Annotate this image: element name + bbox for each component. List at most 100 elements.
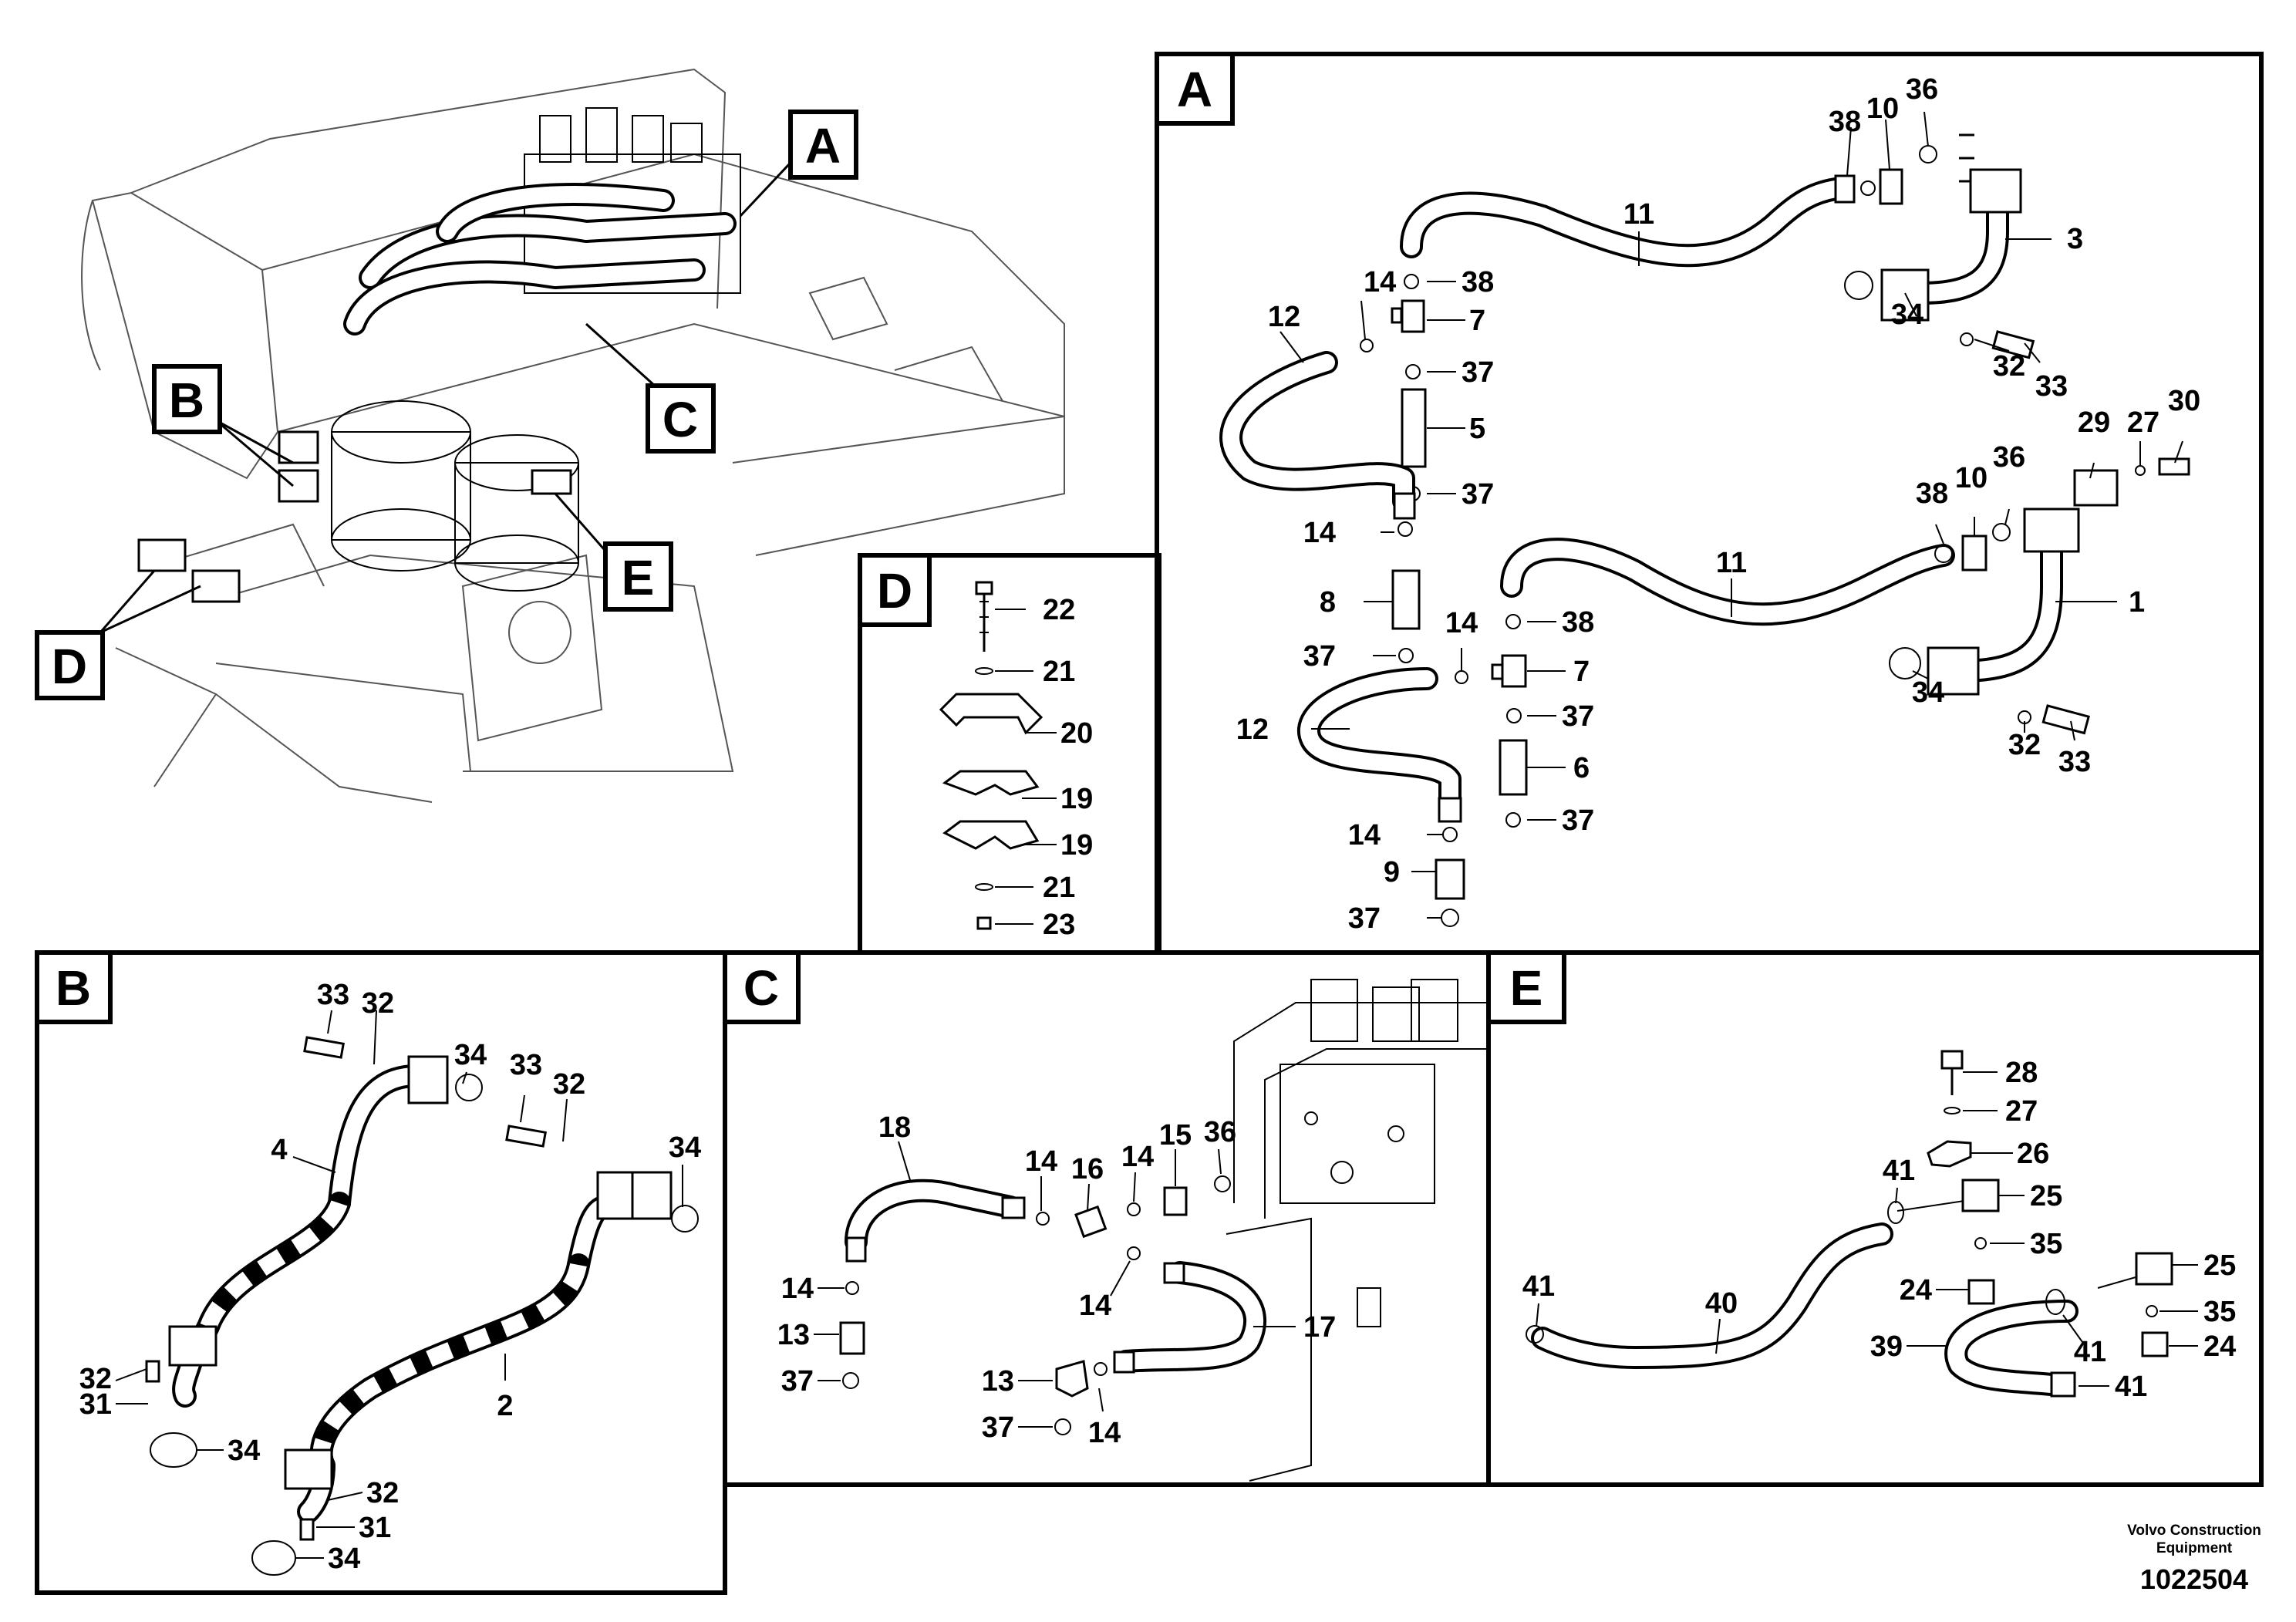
detail-tag-letter: C xyxy=(743,960,779,1016)
part-number-label: 7 xyxy=(1573,656,1590,688)
part-number-label: 37 xyxy=(1562,700,1594,733)
part-number-label: 18 xyxy=(878,1111,911,1144)
part-number-label: 41 xyxy=(1883,1155,1915,1187)
part-number-label: 5 xyxy=(1469,413,1485,445)
part-number-label: 37 xyxy=(1462,478,1494,511)
part-number-label: 9 xyxy=(1384,856,1400,889)
panel-a: A xyxy=(1155,52,2264,955)
part-number-label: 31 xyxy=(359,1512,391,1544)
part-number-label: 37 xyxy=(1303,640,1336,673)
panel-d: D 22 21 20 19 19 21 23 xyxy=(858,553,1161,955)
part-number-label: 37 xyxy=(1348,902,1381,935)
panel-b: B xyxy=(35,950,727,1595)
part-number-label: 17 xyxy=(1303,1311,1336,1344)
part-number-label: 14 xyxy=(1348,819,1381,851)
part-number-label: 21 xyxy=(1043,656,1075,688)
part-number-label: 16 xyxy=(1071,1153,1104,1185)
part-number-label: 40 xyxy=(1705,1287,1738,1320)
part-number-label: 7 xyxy=(1469,305,1485,337)
overview-illustration xyxy=(81,68,1065,803)
part-number-label: 26 xyxy=(2017,1138,2049,1170)
part-number-label: 33 xyxy=(510,1049,542,1081)
part-number-label: 34 xyxy=(1891,298,1923,331)
part-number-label: 27 xyxy=(2005,1095,2038,1128)
detail-tag-letter: B xyxy=(169,373,204,428)
callout-c: C xyxy=(646,383,716,454)
part-number-label: 28 xyxy=(2005,1057,2038,1089)
part-number-label: 3 xyxy=(2067,223,2083,255)
part-number-label: 14 xyxy=(1088,1417,1121,1449)
part-number-label: 32 xyxy=(553,1068,585,1101)
part-number-label: 14 xyxy=(1079,1290,1111,1322)
part-number-label: 2 xyxy=(497,1390,513,1422)
part-number-label: 36 xyxy=(1906,73,1938,106)
part-number-label: 31 xyxy=(79,1388,112,1421)
part-number-label: 22 xyxy=(1043,594,1075,626)
part-number-label: 39 xyxy=(1870,1330,1903,1363)
part-number-label: 19 xyxy=(1060,829,1093,862)
part-number-label: 6 xyxy=(1573,752,1590,784)
part-number-label: 34 xyxy=(454,1039,487,1071)
callout-b: B xyxy=(152,364,222,434)
callout-d: D xyxy=(35,630,105,700)
part-number-label: 13 xyxy=(777,1319,810,1351)
part-number-label: 4 xyxy=(271,1134,287,1166)
company-name-line1: Volvo Construction xyxy=(2127,1523,2261,1539)
part-number-label: 35 xyxy=(2203,1296,2236,1328)
part-number-label: 37 xyxy=(1462,356,1494,389)
part-number-label: 24 xyxy=(1900,1274,1932,1307)
part-number-label: 33 xyxy=(317,979,349,1011)
part-number-label: 14 xyxy=(1445,607,1478,639)
part-number-label: 33 xyxy=(2035,370,2068,403)
part-number-label: 41 xyxy=(2115,1371,2147,1403)
company-name-line2: Equipment xyxy=(2156,1540,2233,1556)
part-number-label: 24 xyxy=(2203,1330,2236,1363)
panel-e: E xyxy=(1486,950,2264,1487)
part-number-label: 36 xyxy=(1204,1116,1236,1148)
part-number-label: 14 xyxy=(1025,1145,1057,1178)
part-number-label: 14 xyxy=(1364,266,1396,298)
detail-tag-letter: A xyxy=(805,118,841,174)
callout-e: E xyxy=(603,541,673,612)
document-number: 1022504 xyxy=(2140,1563,2248,1595)
part-number-label: 23 xyxy=(1043,909,1075,941)
part-number-label: 29 xyxy=(2078,406,2110,439)
part-number-label: 10 xyxy=(1866,93,1899,125)
part-number-label: 21 xyxy=(1043,872,1075,904)
part-number-label: 37 xyxy=(781,1365,814,1398)
part-number-label: 12 xyxy=(1236,713,1269,746)
part-number-label: 25 xyxy=(2203,1249,2236,1282)
detail-tag-letter: B xyxy=(56,960,91,1016)
detail-tag-letter: D xyxy=(52,639,87,694)
part-number-label: 14 xyxy=(781,1273,814,1305)
detail-tag-letter: E xyxy=(1510,960,1543,1016)
part-number-label: 30 xyxy=(2168,385,2200,417)
detail-tag-letter: E xyxy=(622,550,655,605)
part-number-label: 32 xyxy=(362,987,394,1020)
part-number-label: 10 xyxy=(1955,462,1988,494)
part-number-label: 34 xyxy=(669,1131,701,1164)
part-number-label: 8 xyxy=(1320,586,1336,619)
part-number-label: 37 xyxy=(982,1411,1014,1444)
part-number-label: 14 xyxy=(1121,1141,1154,1173)
part-number-label: 27 xyxy=(2127,406,2159,439)
part-number-label: 38 xyxy=(1462,266,1494,298)
part-number-label: 35 xyxy=(2030,1228,2062,1260)
part-number-label: 34 xyxy=(328,1543,360,1575)
detail-tag-letter: D xyxy=(877,563,912,619)
part-number-label: 32 xyxy=(79,1363,112,1395)
part-number-label: 38 xyxy=(1829,106,1861,138)
part-number-label: 13 xyxy=(982,1365,1014,1398)
panel-c: C xyxy=(723,950,1491,1487)
part-number-label: 19 xyxy=(1060,783,1093,815)
part-number-label: 32 xyxy=(2008,729,2041,761)
part-number-label: 37 xyxy=(1562,804,1594,837)
part-number-label: 14 xyxy=(1303,517,1336,549)
part-number-label: 41 xyxy=(2074,1336,2106,1368)
part-number-label: 32 xyxy=(366,1477,399,1509)
part-number-label: 38 xyxy=(1916,477,1948,510)
part-number-label: 34 xyxy=(1912,676,1944,709)
part-number-label: 33 xyxy=(2058,746,2091,778)
part-number-label: 38 xyxy=(1562,606,1594,639)
